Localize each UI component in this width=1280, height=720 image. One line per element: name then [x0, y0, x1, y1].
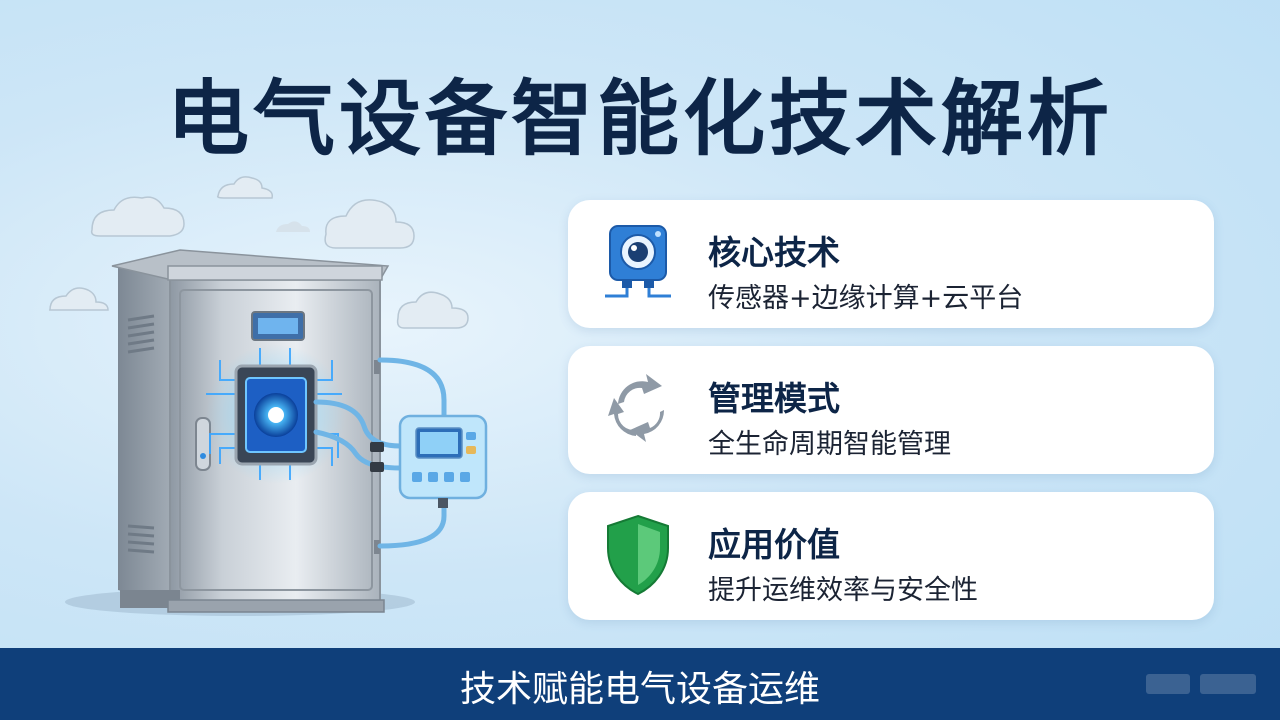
card-core-technology: 核心技术 传感器+边缘计算+云平台	[568, 200, 1214, 328]
cloud-icon	[396, 291, 469, 329]
footer-text: 技术赋能电气设备运维	[459, 669, 820, 710]
cloud-icon	[90, 196, 185, 237]
electrical-cabinet-illustration	[48, 176, 488, 616]
card-title: 核心技术	[708, 233, 840, 272]
cloud-icon	[216, 176, 274, 199]
footer-banner: 技术赋能电气设备运维	[0, 648, 1280, 720]
card-subtitle: 全生命周期智能管理	[708, 429, 951, 460]
cycle-arrows-icon	[608, 374, 665, 442]
card-title: 管理模式	[708, 379, 840, 418]
cloud-icon	[48, 287, 109, 311]
card-subtitle: 提升运维效率与安全性	[708, 575, 978, 606]
card-application-value: 应用价值 提升运维效率与安全性	[568, 492, 1214, 620]
card-management-mode: 管理模式 全生命周期智能管理	[568, 346, 1214, 474]
card-title: 应用价值	[708, 525, 840, 564]
cloud-icon	[324, 199, 415, 249]
watermark-logo	[1146, 674, 1256, 694]
card-subtitle: 传感器+边缘计算+云平台	[708, 283, 1024, 314]
page-title: 电气设备智能化技术解析	[166, 72, 1113, 167]
sensor-camera-icon	[605, 225, 671, 298]
shield-check-icon	[607, 514, 669, 596]
cloud-icon	[276, 221, 310, 232]
